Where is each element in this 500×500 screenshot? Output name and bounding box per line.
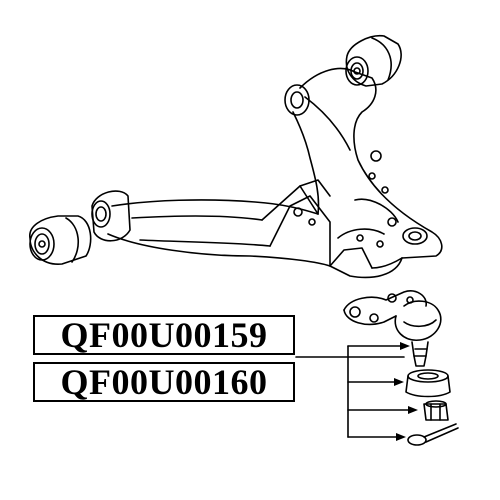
ball-joint-assembly	[343, 290, 442, 341]
cotter-pin	[407, 423, 459, 446]
upper-arm-eye	[284, 84, 310, 116]
rear-bushing	[345, 34, 402, 87]
castle-nut	[423, 400, 449, 421]
arrowheads	[394, 342, 418, 441]
part-number-label: QF00U00160	[33, 362, 295, 402]
control-arm	[107, 67, 443, 279]
ball-stud	[411, 341, 429, 367]
front-bushing	[29, 215, 92, 265]
part-number-label: QF00U00159	[33, 315, 295, 355]
front-arm-eye	[91, 190, 131, 242]
dust-boot	[405, 369, 451, 398]
leader-lines	[295, 345, 413, 438]
